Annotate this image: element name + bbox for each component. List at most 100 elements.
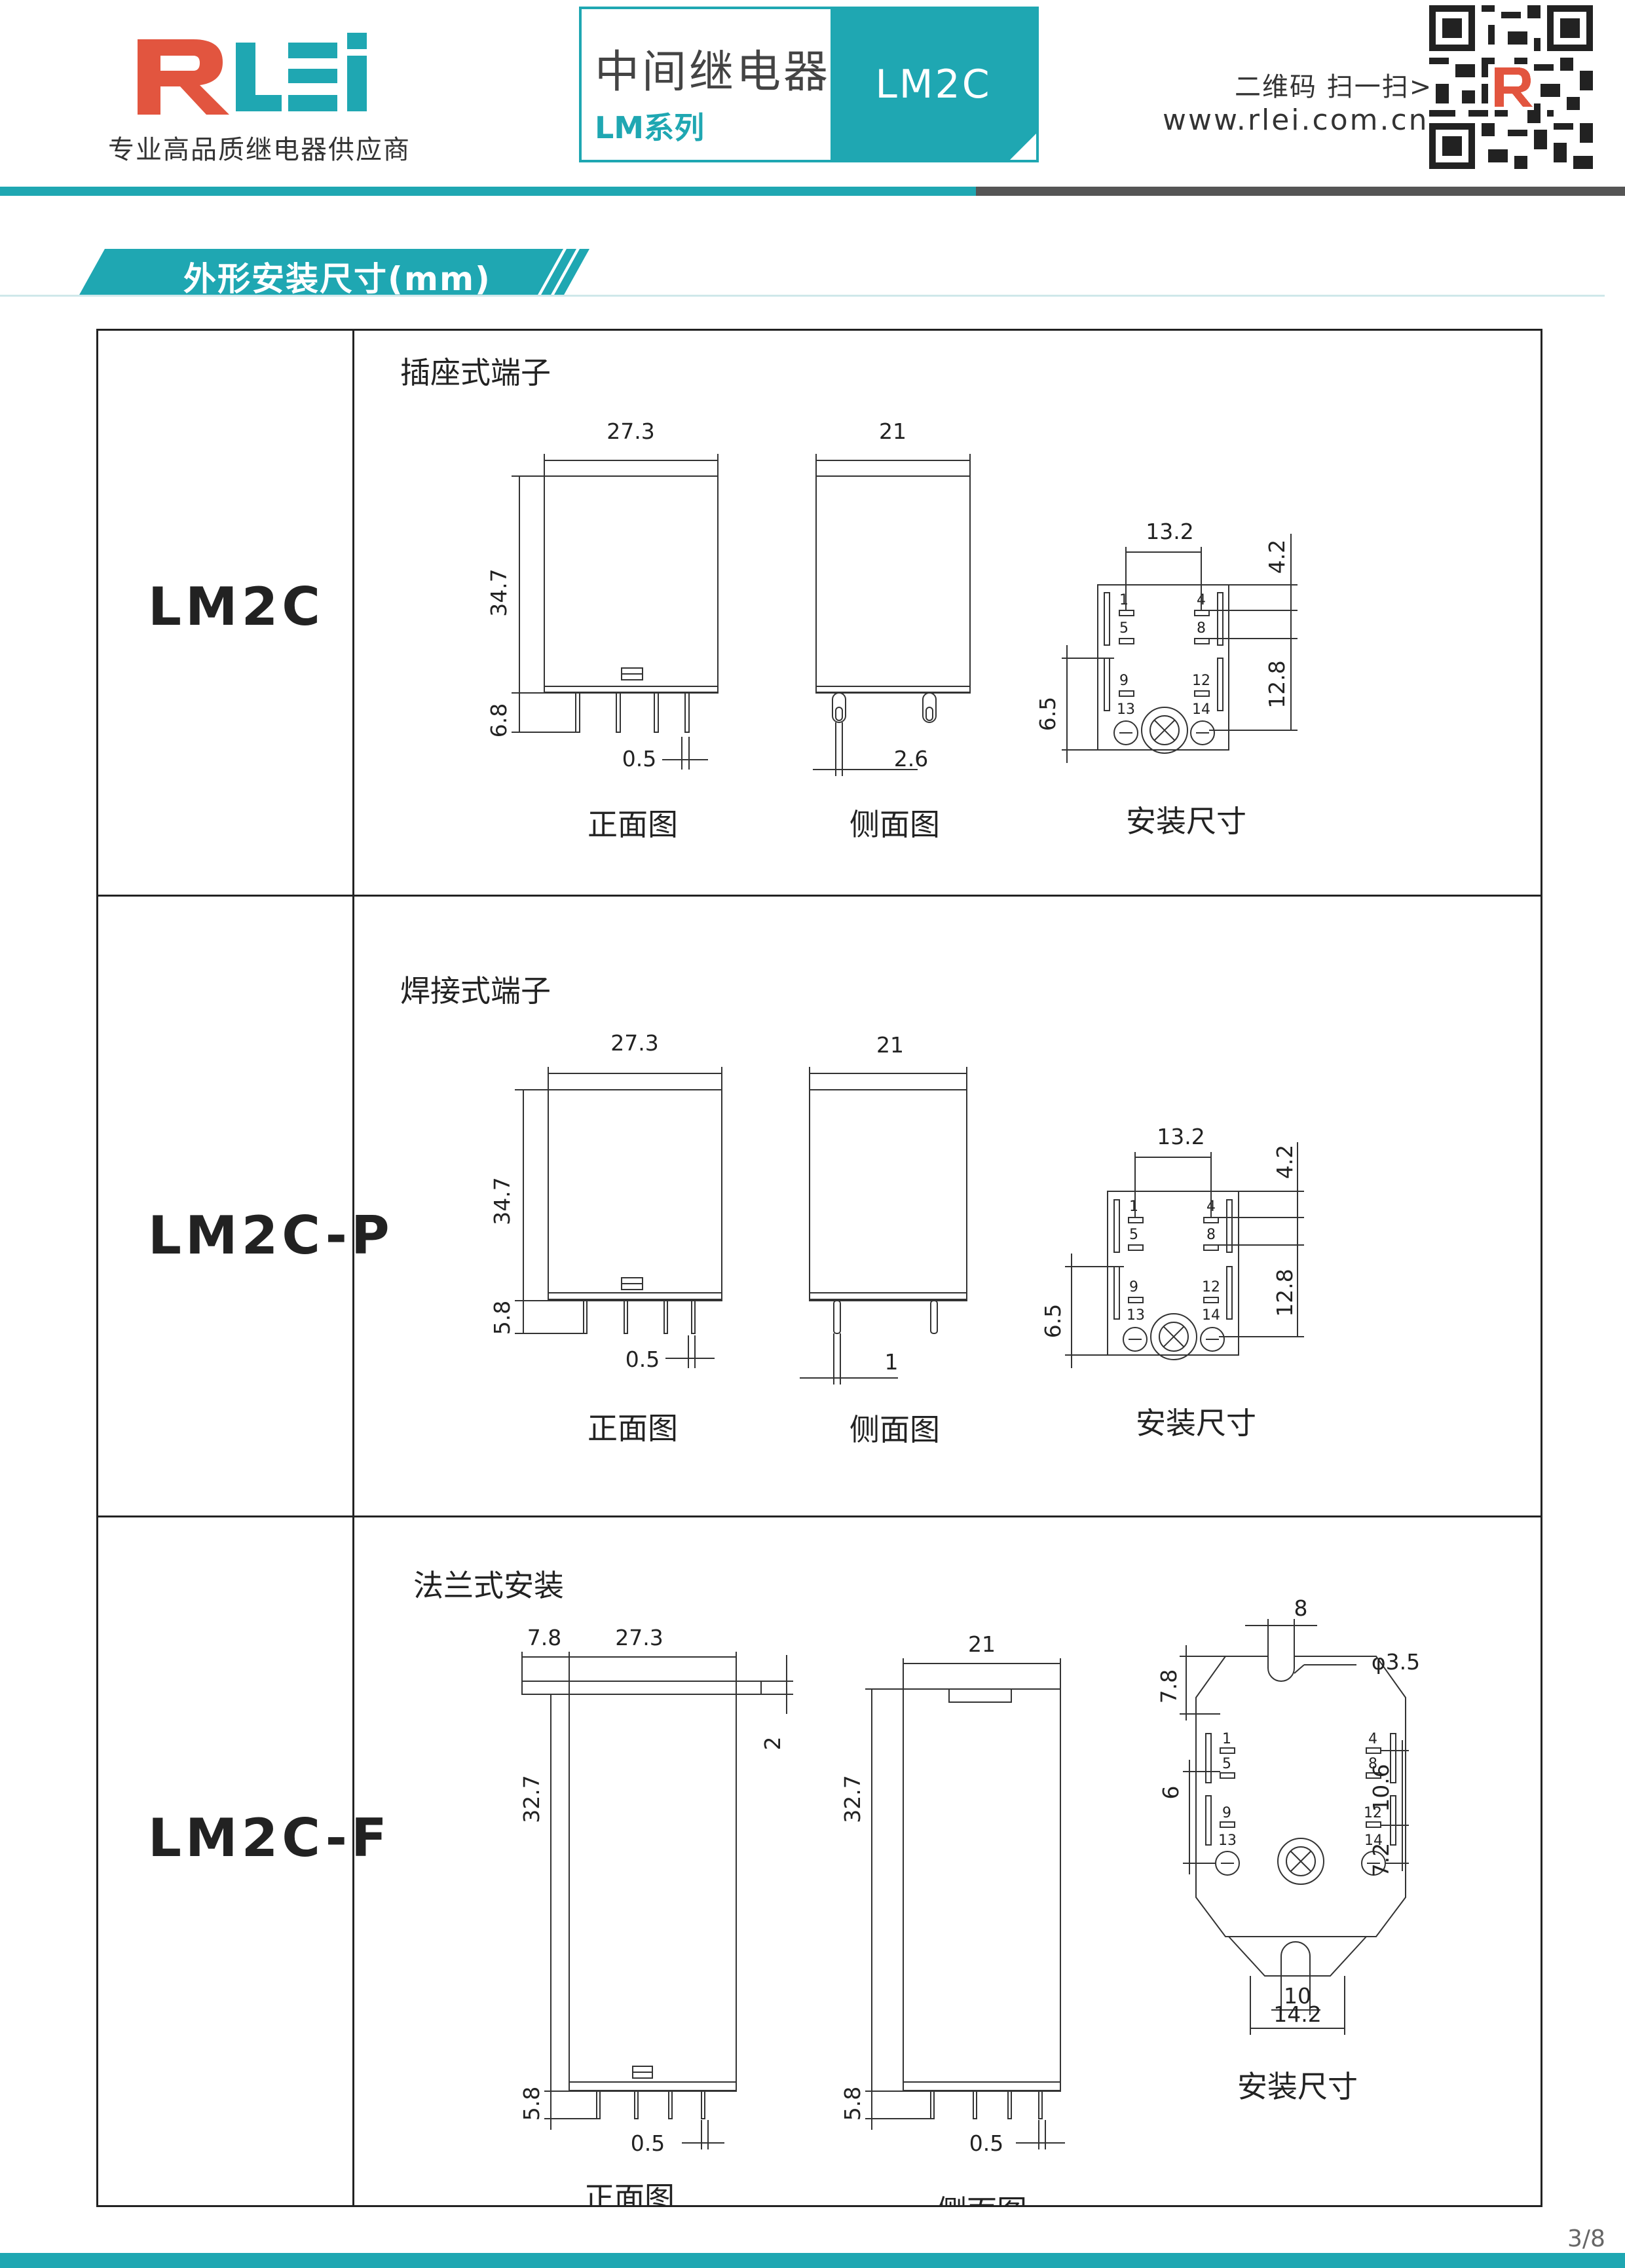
svg-text:12: 12 (1192, 673, 1210, 689)
front-view: 27.3 34.7 5.8 0.5 正面图 (489, 1030, 722, 1446)
svg-text:10.6: 10.6 (1368, 1764, 1394, 1812)
svg-text:1: 1 (1129, 1199, 1138, 1215)
svg-text:32.7: 32.7 (519, 1775, 544, 1823)
product-title-box: 中间继电器 LM系列 LM2C (579, 7, 1039, 162)
svg-text:0.5: 0.5 (622, 746, 656, 771)
svg-text:6.5: 6.5 (1035, 697, 1060, 731)
svg-text:5.8: 5.8 (489, 1301, 515, 1335)
side-view: 21 1 侧面图 (800, 1032, 967, 1447)
svg-text:14: 14 (1364, 1832, 1383, 1849)
svg-text:32.7: 32.7 (840, 1775, 865, 1823)
svg-text:7.8: 7.8 (1156, 1669, 1182, 1703)
model-badge: LM2C (831, 9, 1036, 160)
svg-text:7.8: 7.8 (527, 1625, 561, 1650)
svg-text:34.7: 34.7 (486, 568, 512, 616)
svg-text:2: 2 (760, 1737, 785, 1751)
mounting-view: 1 5 9 13 4 8 12 14 8 φ3.5 7.8 6 10.6 10 … (1156, 1595, 1420, 2104)
side-view-label: 侧面图 (850, 1412, 940, 1447)
svg-text:0.5: 0.5 (631, 2130, 665, 2156)
website-link[interactable]: www.rlei.com.cn (1163, 103, 1429, 137)
drawing-lm2c-f: 法兰式安装 7.8 27.3 32.7 32.7 5.8 2 0.5 正面图 (413, 1568, 1420, 2205)
page-number: 3/8 (1567, 2225, 1605, 2252)
svg-text:9: 9 (1129, 1279, 1138, 1295)
mount-label: 安装尺寸 (1126, 804, 1246, 839)
svg-text:5: 5 (1119, 620, 1129, 637)
terminal-type-label: 插座式端子 (400, 355, 551, 390)
table-row-divider (96, 895, 1542, 897)
side-view-label: 侧面图 (937, 2193, 1027, 2205)
svg-text:14: 14 (1202, 1307, 1220, 1324)
mounting-view: 1 5 9 13 4 8 12 14 13.2 4.2 12.8 6.5 安装尺… (1040, 1124, 1304, 1441)
svg-text:10: 10 (1284, 1983, 1311, 2009)
front-view: 7.8 27.3 32.7 32.7 5.8 2 0.5 正面图 (519, 1625, 793, 2205)
rlei-logo (138, 33, 367, 115)
dimension-table (96, 329, 1542, 2207)
svg-text:0.5: 0.5 (626, 1347, 660, 1372)
svg-text:27.3: 27.3 (615, 1625, 663, 1650)
svg-text:5.8: 5.8 (519, 2087, 544, 2121)
svg-text:13: 13 (1218, 1832, 1237, 1849)
terminal-type-label: 法兰式安装 (413, 1568, 564, 1603)
footer-accent-bar (0, 2253, 1625, 2268)
header-accent-bar (0, 187, 982, 196)
svg-text:6.5: 6.5 (1040, 1304, 1066, 1338)
model-label-lm2c: LM2C (148, 576, 324, 637)
svg-text:14: 14 (1192, 701, 1210, 718)
front-view-label: 正面图 (588, 807, 678, 842)
model-label-lm2c-p: LM2C-P (148, 1205, 394, 1266)
svg-text:2.6: 2.6 (894, 746, 928, 771)
svg-text:6.8: 6.8 (486, 703, 512, 737)
svg-text:8: 8 (1294, 1595, 1308, 1621)
section-title: 外形安装尺寸(mm) (183, 260, 491, 298)
svg-text:9: 9 (1119, 673, 1129, 689)
drawing-lm2c: 插座式端子 27.3 (400, 355, 1298, 842)
svg-text:9: 9 (1222, 1805, 1231, 1821)
svg-text:8: 8 (1197, 620, 1206, 637)
svg-text:13: 13 (1117, 701, 1135, 718)
front-view: 27.3 34.7 6.8 0.5 正面图 (486, 418, 719, 842)
svg-text:4.2: 4.2 (1264, 540, 1290, 574)
company-tagline: 专业高品质继电器供应商 (108, 135, 411, 165)
svg-text:13.2: 13.2 (1157, 1124, 1205, 1149)
svg-text:1: 1 (1119, 592, 1129, 608)
svg-text:5.8: 5.8 (840, 2087, 865, 2121)
svg-text:12.8: 12.8 (1272, 1269, 1298, 1316)
series-name: LM系列 (595, 110, 705, 145)
terminal-type-label: 焊接式端子 (400, 973, 551, 1009)
table-row-divider (96, 1515, 1542, 1517)
table-column-divider (352, 329, 354, 2207)
svg-text:12: 12 (1202, 1279, 1220, 1295)
svg-text:8: 8 (1206, 1227, 1216, 1243)
section-underline (0, 295, 1605, 297)
header-dark-bar (976, 187, 1625, 196)
svg-text:21: 21 (876, 1032, 904, 1058)
svg-text:0.5: 0.5 (969, 2130, 1003, 2156)
svg-text:27.3: 27.3 (610, 1030, 658, 1056)
svg-text:4: 4 (1368, 1731, 1377, 1747)
svg-text:1: 1 (885, 1349, 899, 1375)
section-banner (79, 249, 589, 296)
mounting-view: 1 5 9 13 4 8 12 14 13.2 4.2 12.8 6.5 安装尺… (1035, 519, 1298, 839)
front-view-label: 正面图 (588, 1411, 678, 1446)
svg-text:7.2: 7.2 (1368, 1843, 1394, 1877)
model-label-lm2c-f: LM2C-F (148, 1808, 391, 1868)
svg-text:6: 6 (1158, 1786, 1184, 1800)
svg-text:12.8: 12.8 (1264, 660, 1290, 708)
svg-text:1: 1 (1222, 1731, 1231, 1747)
svg-text:21: 21 (879, 418, 906, 444)
svg-text:5: 5 (1222, 1756, 1231, 1772)
side-view: 21 2.6 侧面图 (813, 418, 971, 842)
svg-text:4.2: 4.2 (1272, 1145, 1298, 1179)
svg-text:13.2: 13.2 (1146, 519, 1193, 544)
front-view-label: 正面图 (584, 2180, 675, 2205)
svg-text:φ3.5: φ3.5 (1372, 1649, 1420, 1675)
drawing-lm2c-p: 焊接式端子 27.3 34.7 5.8 0.5 正面图 21 1 侧面图 (400, 973, 1304, 1447)
qr-prompt: 二维码 扫一扫> (1235, 72, 1433, 102)
flange-right-dims: 10.6 7.2 (1368, 1764, 1394, 1877)
corner-cut (1010, 134, 1036, 160)
side-view: 21 32.7 5.8 0.5 侧面图 (840, 1631, 1065, 2205)
svg-text:27.3: 27.3 (607, 418, 654, 444)
qr-code-icon[interactable] (1429, 5, 1593, 169)
svg-text:8: 8 (1368, 1756, 1377, 1772)
product-title: 中间继电器 (595, 46, 831, 98)
